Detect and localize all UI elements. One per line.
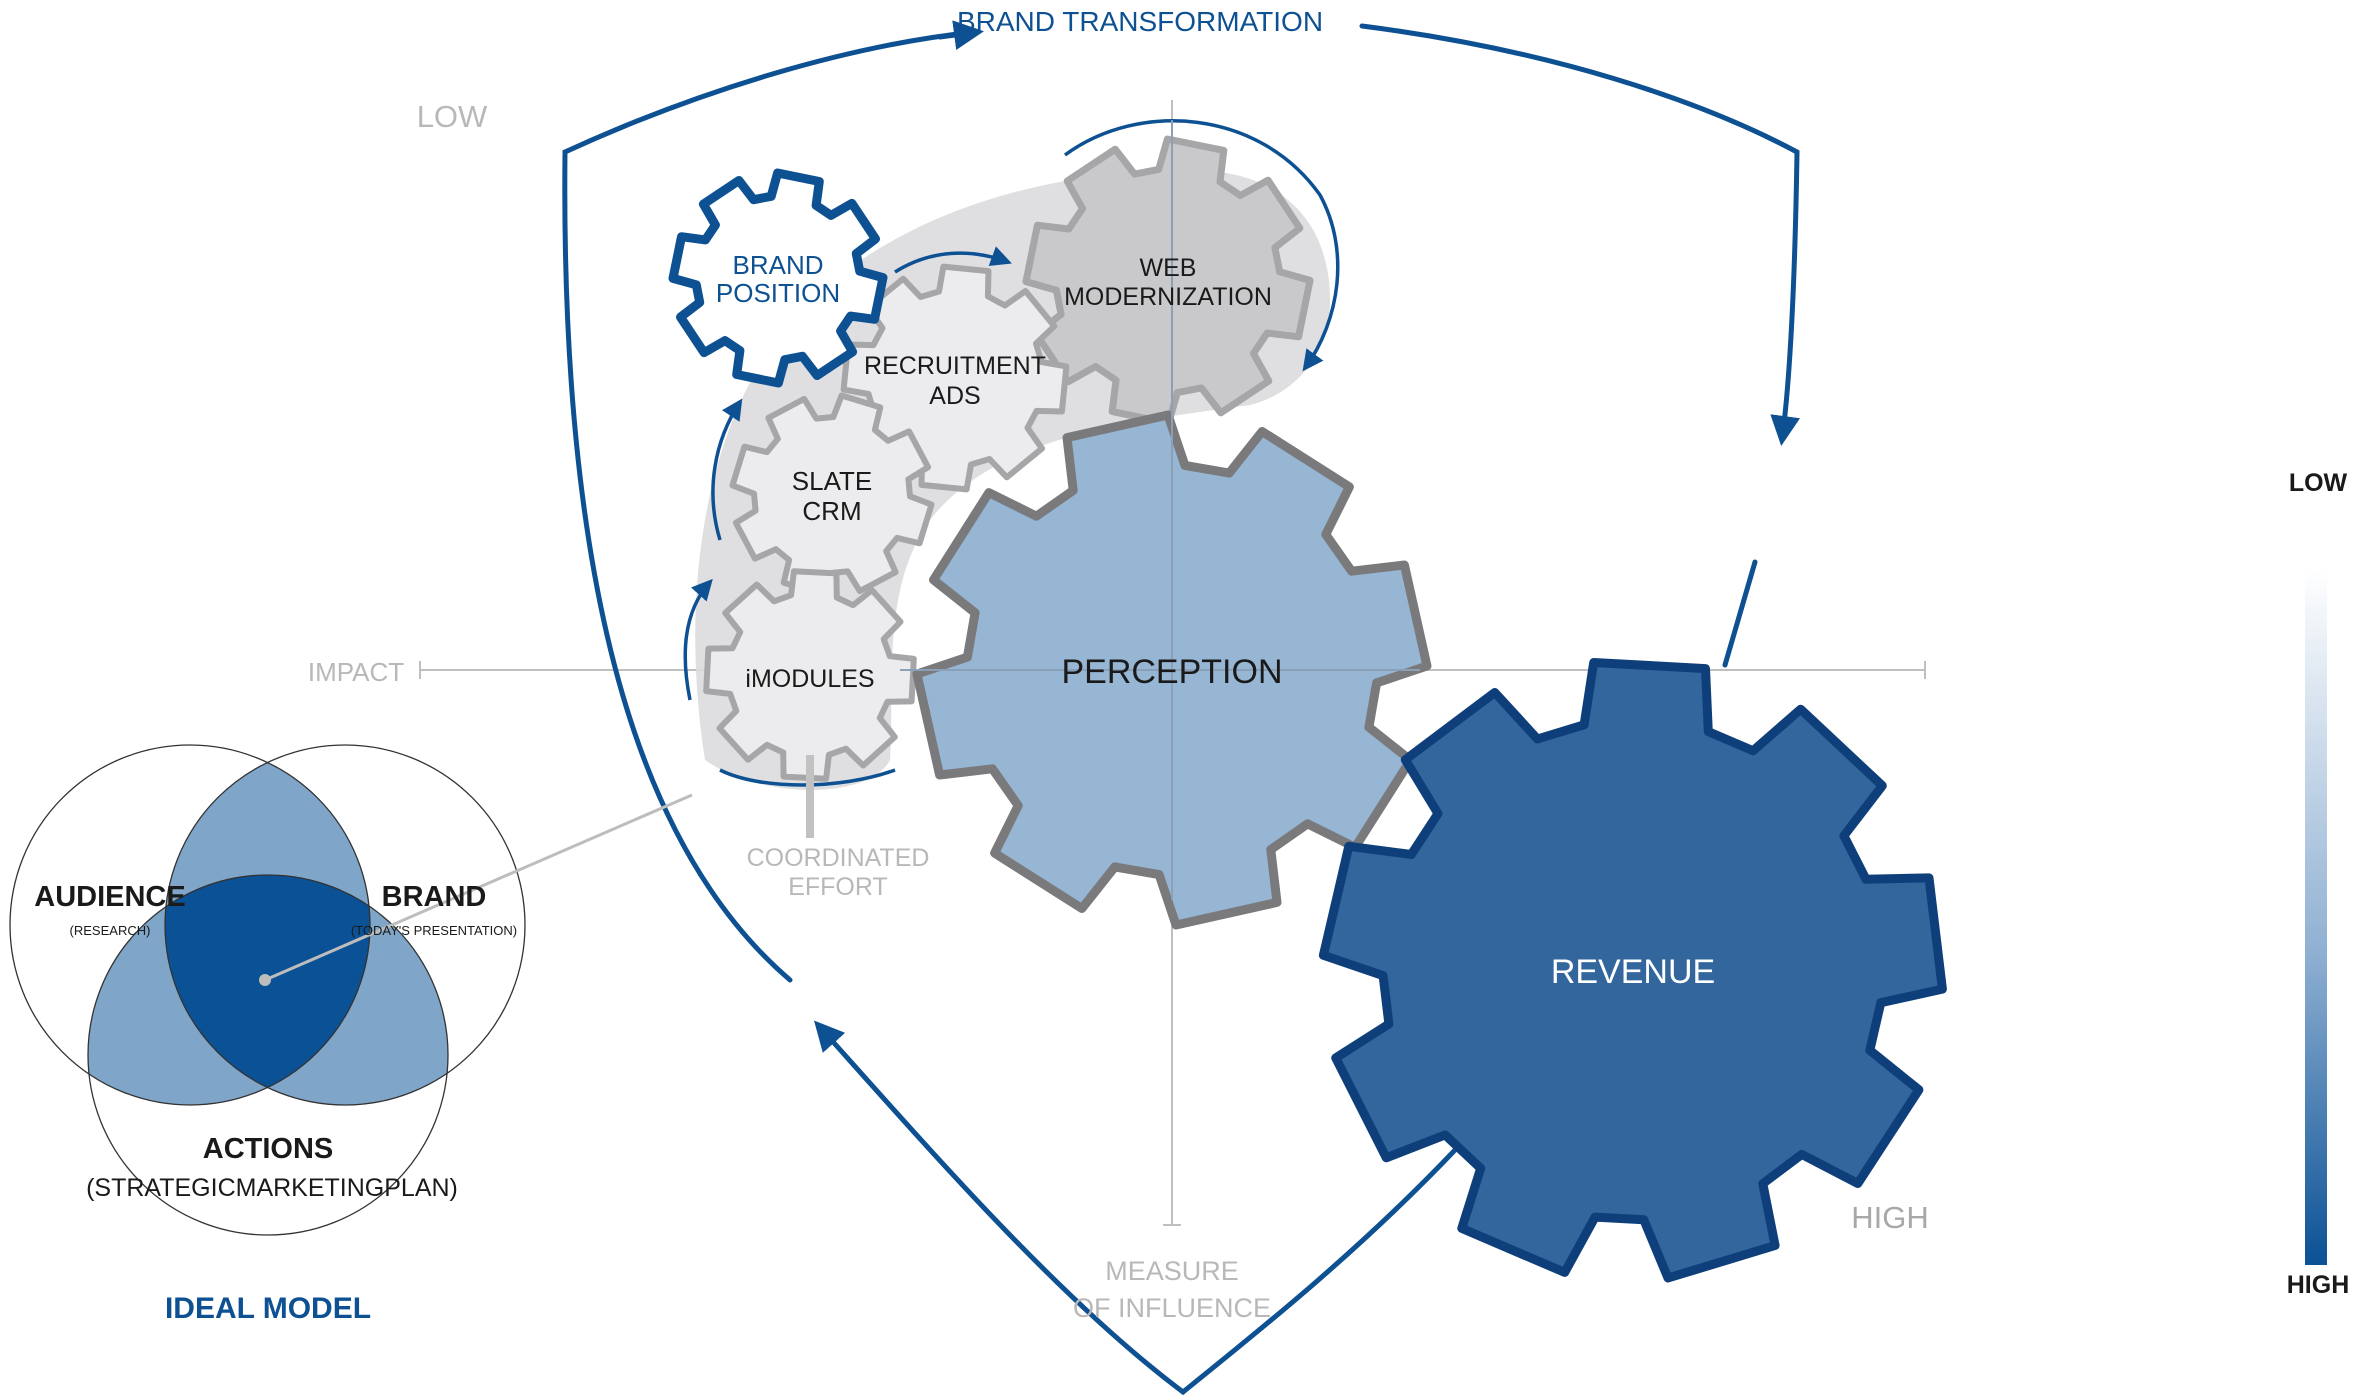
recruitment-ads-label-1: RECRUITMENT: [864, 352, 1046, 380]
web-modernization-label-1: WEB: [1140, 254, 1197, 282]
brand-position-label-1: BRAND: [732, 250, 823, 280]
gears: [668, 120, 1947, 1283]
scale-low-label: LOW: [2289, 469, 2348, 497]
arrow-band-bottom: [719, 768, 896, 787]
arrow-imodules-to-slate: [683, 578, 713, 701]
gear-labels: BRAND POSITION WEB MODERNIZATION RECRUIT…: [716, 250, 1715, 991]
web-modernization-gear: [1022, 135, 1314, 427]
coordinated-effort-label-2: EFFORT: [788, 873, 888, 901]
influence-axis-label-1: MEASURE: [1105, 1256, 1239, 1286]
influence-axis-label-2: OF INFLUENCE: [1073, 1293, 1271, 1323]
shield-bottom-path: [813, 1020, 1458, 1395]
venn-actions-sub: (STRATEGICMARKETINGPLAN): [86, 1174, 458, 1202]
flow-arrows: [683, 119, 1340, 787]
shield-left-path: [562, 29, 978, 983]
revenue-gear: [1318, 658, 1947, 1283]
scale-gradient-bar: [2305, 570, 2327, 1265]
arrow-web-loop: [1063, 119, 1340, 372]
venn-brand-circle: [164, 744, 526, 1106]
shield-top-arrow: [937, 20, 984, 51]
diagram-title: BRAND TRANSFORMATION: [957, 6, 1323, 37]
venn-audience-sub: (RESEARCH): [70, 923, 151, 938]
venn-audience-circle: [9, 744, 371, 1106]
slate-crm-label-1: SLATE: [792, 466, 872, 496]
venn-pointer-dot: [259, 974, 271, 986]
arrow-recruit-to-web: [894, 246, 1012, 274]
venn-actions-label: ACTIONS: [203, 1133, 334, 1165]
brand-position-label-2: POSITION: [716, 278, 840, 308]
impact-axis-label: IMPACT: [308, 657, 404, 687]
imodules-gear: [703, 568, 917, 782]
imodules-label: iMODULES: [745, 665, 874, 693]
scale-high-label: HIGH: [2287, 1271, 2350, 1299]
venn-actions-circle: [87, 874, 449, 1236]
recruitment-ads-label-2: ADS: [929, 382, 980, 410]
venn-brand-label: BRAND: [382, 881, 487, 913]
ideal-model-caption: IDEAL MODEL: [165, 1292, 371, 1325]
coordinated-effort-label-1: COORDINATED: [747, 844, 930, 872]
revenue-label: REVENUE: [1551, 953, 1715, 991]
intensity-scale: LOW HIGH: [2287, 469, 2350, 1299]
arrow-slate-to-brand: [711, 398, 743, 541]
ideal-model-venn: AUDIENCE (RESEARCH) BRAND (TODAY'S PRESE…: [9, 744, 693, 1325]
slate-crm-gear: [729, 392, 935, 598]
quadrant-high-label: HIGH: [1851, 1200, 1929, 1235]
venn-pointer-line: [264, 793, 693, 982]
shield-revenue-connector: [1722, 559, 1758, 668]
web-modernization-label-2: MODERNIZATION: [1064, 283, 1272, 311]
venn-center: [165, 875, 370, 1105]
perception-label: PERCEPTION: [1061, 653, 1282, 691]
venn-brand-sub: (TODAY'S PRESENTATION): [351, 923, 517, 938]
brand-position-gear: [668, 168, 888, 388]
venn-audience-label: AUDIENCE: [34, 881, 185, 913]
quadrant-low-label: LOW: [417, 99, 488, 134]
slate-crm-label-2: CRM: [802, 496, 861, 526]
shield-right-path: [1359, 23, 1801, 446]
brand-transformation-cycle: [562, 20, 1801, 1395]
